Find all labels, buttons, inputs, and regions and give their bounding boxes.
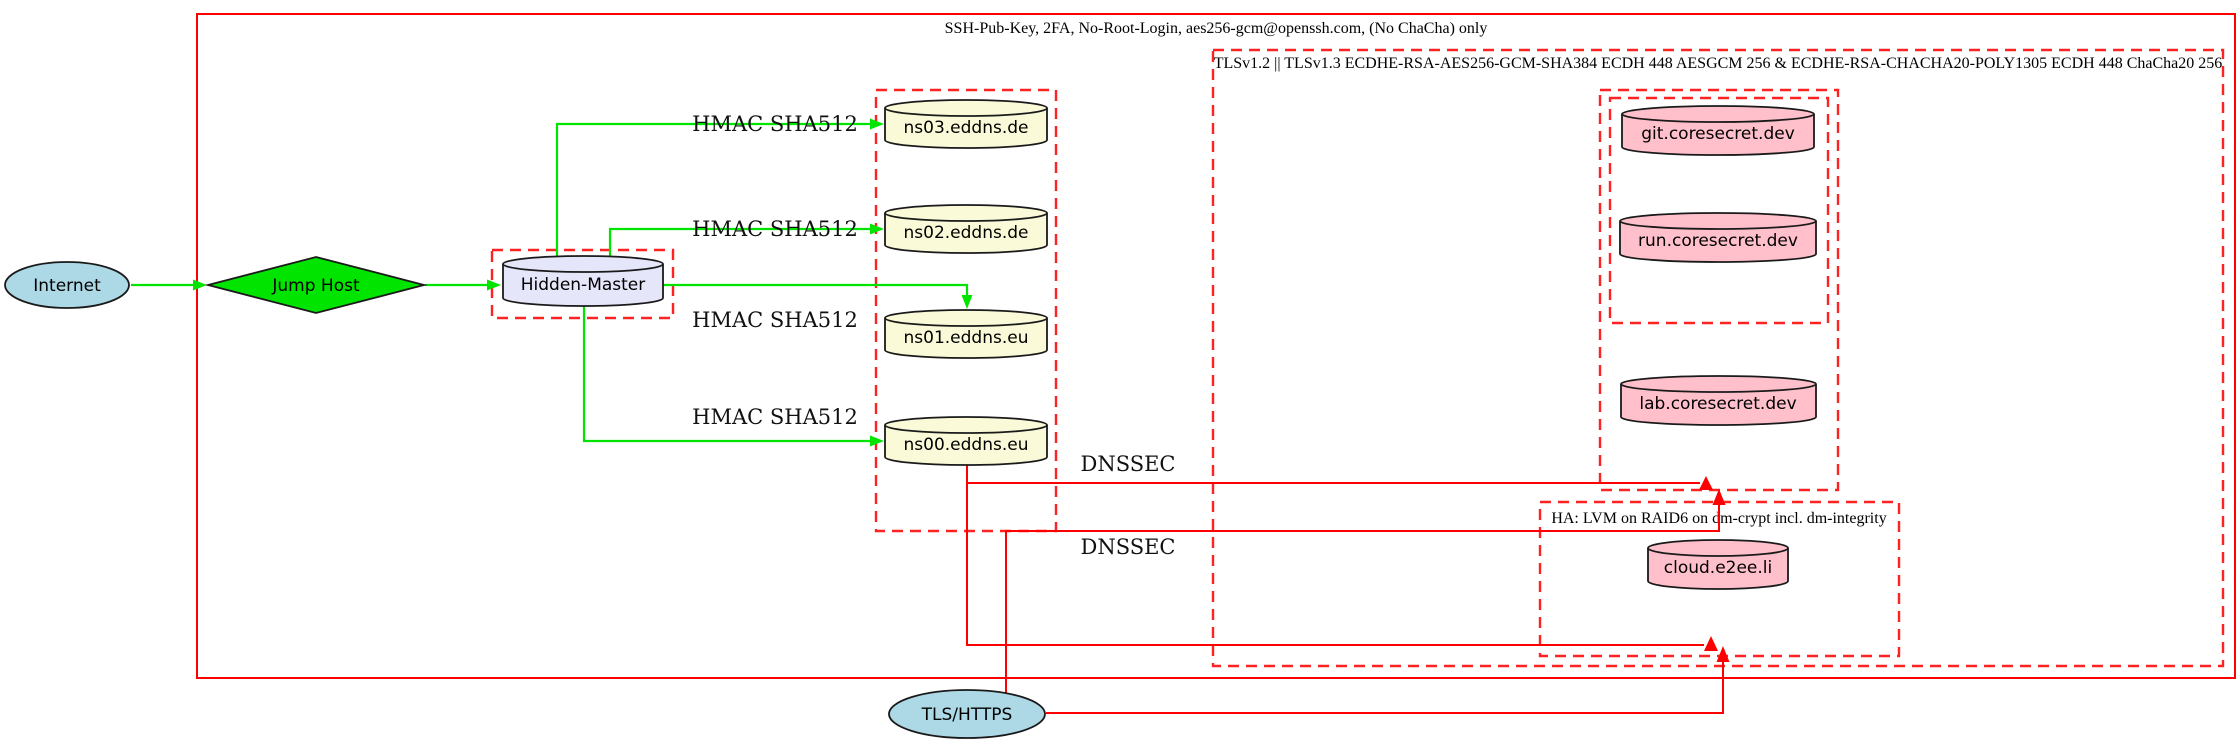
arrowhead-right-ns03 xyxy=(870,118,884,130)
node-tls-https: TLS/HTTPS xyxy=(888,689,1046,739)
cluster-ssh-border xyxy=(196,13,2236,679)
node-lab: lab.coresecret.dev xyxy=(1620,375,1817,426)
arrowhead-up-ha-1 xyxy=(1704,636,1718,651)
node-internet-label: Internet xyxy=(33,276,101,296)
red-edges xyxy=(966,464,1730,714)
node-ns03-label: ns03.eddns.de xyxy=(904,118,1029,138)
node-hidden-master-label: Hidden-Master xyxy=(521,275,646,295)
node-ns02-label: ns02.eddns.de xyxy=(904,223,1029,243)
edge-hiddenmaster-to-ns03 xyxy=(555,122,870,260)
edge-label-hmac-ns03: HMAC SHA512 xyxy=(692,112,858,136)
node-jump-host-label: Jump Host xyxy=(271,276,360,296)
arrowhead-right-hiddenmaster xyxy=(487,279,501,291)
green-edges xyxy=(131,118,973,447)
node-ns00-label: ns00.eddns.eu xyxy=(904,435,1029,455)
edge-tls-to-dev-cluster xyxy=(1005,504,1720,693)
arrowhead-right-ns02 xyxy=(870,223,884,235)
edge-hiddenmaster-to-ns01 xyxy=(664,283,969,295)
edge-label-hmac-ns00: HMAC SHA512 xyxy=(692,405,858,429)
edge-hiddenmaster-to-ns02 xyxy=(608,227,870,260)
arrowhead-down-ns01 xyxy=(961,295,973,309)
node-ns01: ns01.eddns.eu xyxy=(884,309,1048,359)
cluster-ssh-label: SSH-Pub-Key, 2FA, No-Root-Login, aes256-… xyxy=(945,20,1488,37)
node-internet: Internet xyxy=(4,261,130,309)
cluster-tls-label: TLSv1.2 || TLSv1.3 ECDHE-RSA-AES256-GCM-… xyxy=(1214,55,2223,72)
node-jump-host: Jump Host xyxy=(204,256,428,314)
arrowhead-right-ns00 xyxy=(870,435,884,447)
edge-ns00-to-dev-cluster xyxy=(966,464,1700,484)
edge-label-hmac-ns02: HMAC SHA512 xyxy=(692,217,858,241)
node-ns02: ns02.eddns.de xyxy=(884,204,1048,254)
node-hidden-master: Hidden-Master xyxy=(502,255,664,307)
node-tls-https-label: TLS/HTTPS xyxy=(921,705,1013,725)
cluster-hidden-master-border xyxy=(490,248,675,320)
node-git-label: git.coresecret.dev xyxy=(1641,124,1795,144)
node-run: run.coresecret.dev xyxy=(1619,212,1817,263)
node-ns03: ns03.eddns.de xyxy=(884,99,1048,149)
node-git: git.coresecret.dev xyxy=(1621,105,1815,156)
node-cloud: cloud.e2ee.li xyxy=(1647,539,1789,590)
arrowhead-up-ha-2 xyxy=(1716,646,1730,662)
cluster-tls-border xyxy=(1211,48,2225,668)
edge-label-dnssec-1: DNSSEC xyxy=(1080,452,1175,476)
edge-label-hmac-ns01: HMAC SHA512 xyxy=(692,308,858,332)
cluster-dev-inner-border xyxy=(1608,96,1830,325)
node-ns01-label: ns01.eddns.eu xyxy=(904,328,1029,348)
edge-tls-to-ha-cluster xyxy=(1046,661,1724,714)
edge-labels: HMAC SHA512 HMAC SHA512 HMAC SHA512 HMAC… xyxy=(692,112,1175,559)
node-run-label: run.coresecret.dev xyxy=(1638,231,1798,251)
edge-ns00-to-ha-cluster xyxy=(966,483,1704,646)
node-cloud-label: cloud.e2ee.li xyxy=(1664,558,1772,578)
arrowhead-right-jumphost xyxy=(193,279,207,291)
node-lab-label: lab.coresecret.dev xyxy=(1639,394,1796,414)
edge-hiddenmaster-to-ns00 xyxy=(582,303,870,443)
node-ns00: ns00.eddns.eu xyxy=(884,416,1048,466)
edge-label-dnssec-2: DNSSEC xyxy=(1080,535,1175,559)
arrowhead-up-dev-1 xyxy=(1699,476,1713,490)
cluster-borders xyxy=(196,13,2236,679)
arrowhead-up-dev-2 xyxy=(1712,489,1726,505)
